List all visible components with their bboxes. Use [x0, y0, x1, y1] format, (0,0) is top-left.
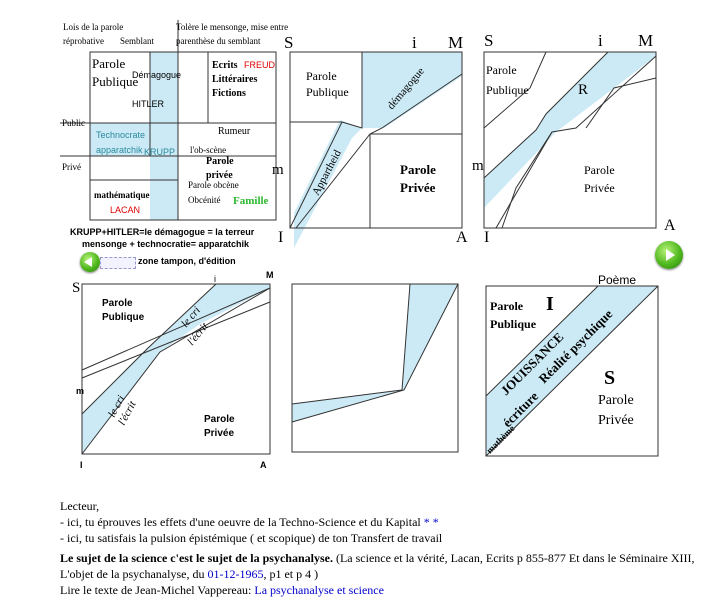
- label-reprobative: réprobative: [63, 36, 104, 46]
- play-left-icon[interactable]: [80, 252, 100, 272]
- pp-2: Publique: [490, 317, 537, 331]
- label-i: i: [598, 31, 603, 50]
- diagram-parole-apartheid: S i M m I A Parole Publique démagogue Ap…: [272, 33, 468, 248]
- label-m-left: m: [272, 162, 284, 178]
- diagram-parole-r: S i M m I A Parole Publique R Parole Pri…: [472, 31, 676, 246]
- cell-demagogue: Démagogue: [132, 70, 181, 80]
- cell-ecrits-1: Ecrits: [212, 60, 238, 71]
- label-s-big: S: [604, 367, 615, 389]
- label-r: R: [578, 82, 588, 98]
- cell-hitler: HITLER: [132, 99, 165, 109]
- label-tolere: Tolère le mensonge, mise entre: [176, 22, 288, 32]
- reference-part-2: , p1 et p 4 ): [263, 567, 319, 581]
- text-block: Lecteur, - ici, tu éprouves les effets d…: [60, 498, 700, 598]
- pv-2: Privée: [598, 413, 634, 428]
- label-parenthese: parenthèse du semblant: [176, 36, 261, 46]
- label-i: i: [214, 274, 216, 284]
- cell-parole-privee-2: privée: [206, 170, 233, 181]
- pp-1: Parole: [102, 298, 133, 309]
- label-i-big: I: [546, 293, 554, 315]
- reference-part-1: (La science et la vérité, Lacan, Ecrits …: [60, 551, 695, 581]
- diagram-cri-ecrit: S i M m I A Parole Publique le cri l'écr…: [72, 270, 274, 470]
- label-m-left: m: [76, 386, 84, 396]
- date-link[interactable]: 01-12-1965: [207, 567, 264, 581]
- cell-krupp: KRUPP: [144, 147, 175, 157]
- label-m-top: M: [266, 270, 274, 280]
- caption-krupp-hitler: KRUPP+HITLER=le démagogue = la terreur: [70, 227, 255, 237]
- line-techno-science-text: - ici, tu éprouves les effets d'une oeuv…: [60, 515, 421, 529]
- cell-apparatchik: apparatchik: [96, 145, 143, 155]
- star-link[interactable]: * *: [423, 515, 439, 529]
- label-public: Public: [62, 118, 85, 128]
- cell-rumeur: Rumeur: [218, 126, 251, 137]
- label-s: S: [484, 31, 493, 50]
- pp-2: Publique: [306, 85, 349, 99]
- diagram-empty-band: [291, 283, 459, 453]
- pp-2: Publique: [102, 312, 145, 323]
- pp-1: Parole: [306, 69, 337, 83]
- cell-mathematique: mathématique: [94, 190, 150, 200]
- pv-1: Parole: [400, 162, 436, 177]
- label-m-left: m: [472, 158, 484, 174]
- line-pulsion: - ici, tu satisfais la pulsion épistémiq…: [60, 531, 443, 545]
- bold-sentence: Le sujet de la science c'est le sujet de…: [60, 551, 333, 565]
- cell-ecrits-3: Fictions: [212, 88, 246, 99]
- line-techno-science: - ici, tu éprouves les effets d'une oeuv…: [60, 514, 700, 530]
- pv-2: Privée: [204, 428, 234, 439]
- label-a: A: [260, 460, 267, 470]
- lecteur-line: Lecteur,: [60, 499, 100, 513]
- label-semblant: Semblant: [120, 36, 154, 46]
- zone-tampon-label: zone tampon, d'édition: [138, 256, 236, 266]
- label-lois: Lois de la parole: [63, 22, 123, 32]
- cell-parole-publique-2: Publique: [92, 74, 138, 89]
- diagram-jouissance: Poème Parole Publique I JOUISSANCE Réali…: [484, 273, 659, 457]
- pv-2: Privée: [400, 180, 436, 195]
- cell-ecrits-2: Littéraires: [212, 74, 257, 85]
- label-i-bottom: I: [278, 229, 283, 246]
- psychanalyse-science-link[interactable]: La psychanalyse et science: [254, 583, 384, 597]
- label-poeme: Poème: [598, 273, 636, 287]
- zone-tampon-swatch: [100, 257, 136, 269]
- cell-parole-publique-1: Parole: [92, 56, 125, 71]
- label-a: A: [664, 217, 676, 234]
- pv-2: Privée: [584, 181, 615, 195]
- cell-technocrate: Technocrate: [96, 130, 145, 140]
- pp-1: Parole: [490, 299, 524, 313]
- label-s: S: [284, 33, 293, 52]
- cell-famille: Famille: [233, 195, 269, 207]
- label-i-bottom: I: [80, 460, 83, 470]
- pv-1: Parole: [584, 163, 615, 177]
- lire-line: Lire le texte de Jean-Michel Vappereau: …: [60, 582, 700, 598]
- label-i-bottom: I: [484, 229, 489, 246]
- cell-obscene: l'ob-scène: [190, 145, 226, 155]
- diagram-table: Lois de la parole réprobative Semblant T…: [60, 20, 288, 249]
- label-a: A: [456, 229, 468, 246]
- caption-mensonge: mensonge + technocratie= apparatchik: [82, 239, 250, 249]
- pv-1: Parole: [598, 393, 634, 408]
- label-prive: Privé: [62, 162, 81, 172]
- label-m-top: M: [448, 33, 463, 52]
- label-m-top: M: [638, 31, 653, 50]
- lire-label: Lire le texte de Jean-Michel Vappereau:: [60, 583, 255, 597]
- cell-obcenite: Obcénité: [188, 195, 220, 205]
- pv-1: Parole: [204, 414, 235, 425]
- label-i: i: [412, 33, 417, 52]
- pp-2: Publique: [486, 83, 529, 97]
- reference-paragraph: Le sujet de la science c'est le sujet de…: [60, 550, 700, 582]
- cell-parole-privee-1: Parole: [206, 156, 234, 167]
- cell-freud: FREUD: [244, 60, 275, 70]
- cell-lacan: LACAN: [110, 205, 140, 215]
- play-right-icon[interactable]: [655, 241, 683, 269]
- cell-parole-obcene: Parole obcène: [188, 180, 239, 190]
- pp-1: Parole: [486, 63, 517, 77]
- label-s: S: [72, 280, 80, 296]
